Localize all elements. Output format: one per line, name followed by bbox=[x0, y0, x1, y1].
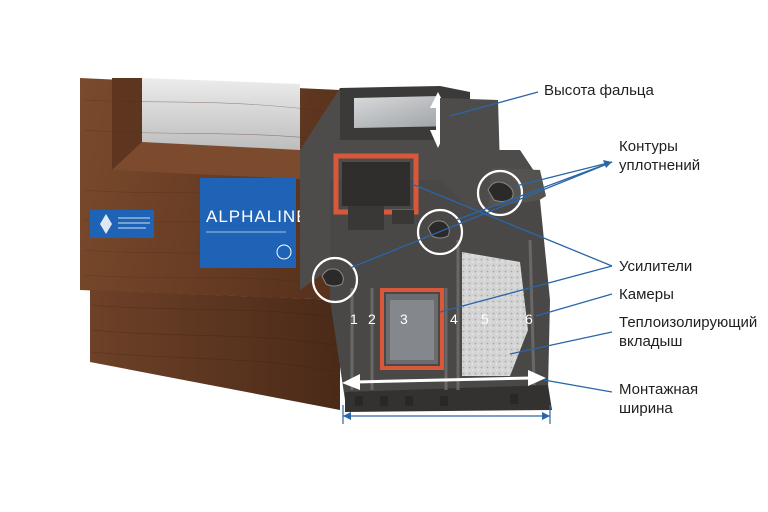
chamber-number-3: 3 bbox=[400, 311, 408, 327]
leader-chambers bbox=[535, 293, 613, 317]
reinforcement-upper bbox=[333, 153, 419, 215]
seal-circle-middle bbox=[416, 208, 464, 256]
chamber-number-1: 1 bbox=[350, 311, 358, 327]
label-seal-contours: Контуры уплотнений bbox=[619, 138, 701, 174]
leader-thermal-insert bbox=[509, 331, 613, 355]
frame-lower-wood bbox=[90, 290, 340, 410]
chamber-number-5: 5 bbox=[481, 311, 489, 327]
leader-seal-middle bbox=[455, 161, 613, 221]
leader-reinforcement-upper bbox=[411, 183, 613, 267]
seal-circle-lower bbox=[311, 256, 359, 304]
chamber-number-2: 2 bbox=[368, 311, 376, 327]
label-chambers: Камеры bbox=[619, 286, 674, 303]
label-rebate-height: Высота фальца bbox=[544, 82, 654, 99]
seal-contour-highlights bbox=[311, 169, 524, 304]
thermal-insert bbox=[462, 252, 528, 376]
profile-cross-section: 1 2 3 4 5 6 bbox=[300, 86, 552, 412]
label-mounting-width: Монтажная ширина bbox=[619, 381, 699, 417]
leader-mounting-width bbox=[543, 379, 613, 393]
label-thermal-insert: Теплоизолирующий вкладыш bbox=[619, 314, 758, 350]
profile-width-arrow bbox=[342, 370, 546, 390]
leader-lines bbox=[349, 91, 613, 393]
mounting-width-dimension bbox=[342, 405, 551, 424]
chamber-number-6: 6 bbox=[525, 311, 533, 327]
chamber-number-4: 4 bbox=[450, 311, 458, 327]
leader-seal-lower bbox=[349, 161, 613, 269]
seal-circle-top bbox=[476, 169, 524, 217]
leader-seal-top bbox=[515, 161, 613, 187]
brand-sticker bbox=[90, 210, 154, 238]
label-reinforcements: Усилители bbox=[619, 258, 693, 275]
reinforcement-lower bbox=[380, 288, 444, 370]
leader-rebate-height bbox=[449, 91, 539, 117]
chamber-numbers: 1 2 3 4 5 6 bbox=[350, 311, 533, 327]
leader-reinforcement-lower bbox=[439, 265, 613, 313]
